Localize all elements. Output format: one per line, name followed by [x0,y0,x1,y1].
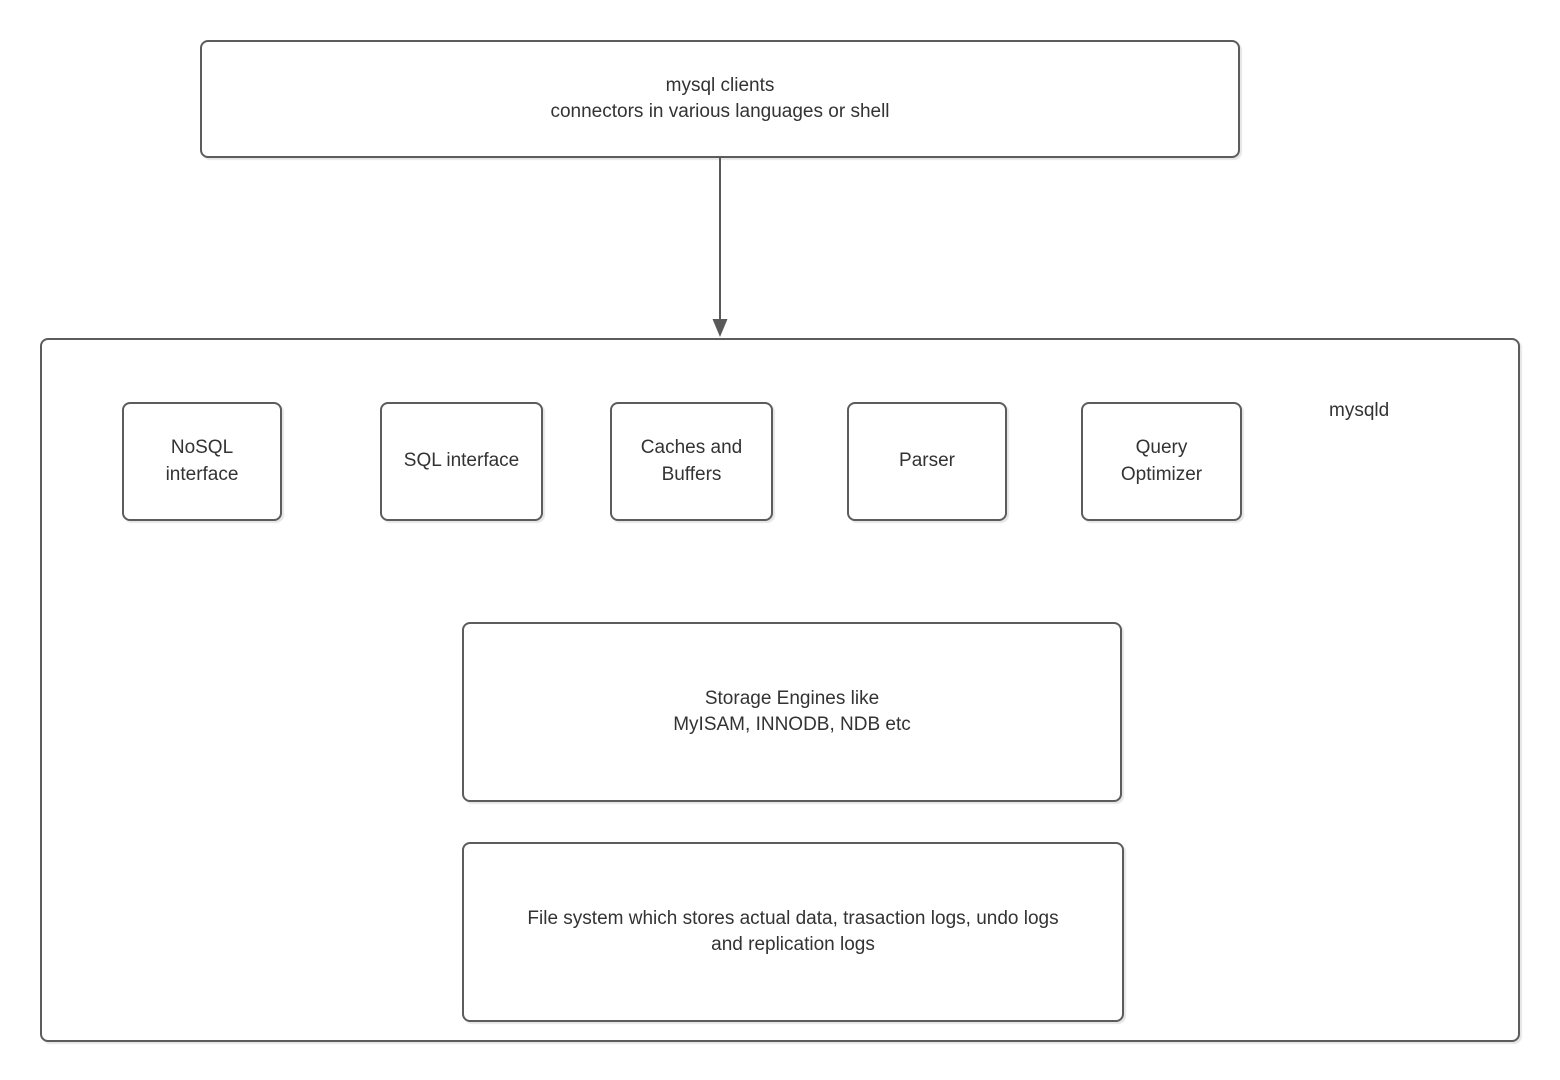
query-optimizer-line-1: Query [1135,437,1188,459]
nosql-interface-line-1: NoSQL [170,437,234,459]
file-system-line-2: and replication logs [711,934,875,955]
mysqld-container-box: mysqld NoSQL interface SQL interface Cac… [40,338,1520,1042]
storage-engines-line-2: MyISAM, INNODB, NDB etc [673,714,911,735]
parser-box: Parser [847,402,1007,521]
storage-engines-line-1: Storage Engines like [704,687,880,709]
sql-interface-line-1: SQL interface [403,450,520,472]
mysql-clients-line-1: mysql clients [665,74,775,96]
caches-and-buffers-box: Caches and Buffers [610,402,773,521]
caches-and-buffers-line-1: Caches and [640,437,743,459]
sql-interface-box: SQL interface [380,402,543,521]
nosql-interface-box: NoSQL interface [122,402,282,521]
mysql-clients-line-2: connectors in various languages or shell [550,101,890,122]
storage-engines-box: Storage Engines like MyISAM, INNODB, NDB… [462,622,1122,802]
clients-to-mysqld-arrow-icon [712,157,728,337]
query-optimizer-box: Query Optimizer [1081,402,1242,521]
nosql-interface-line-2: interface [165,463,239,485]
caches-and-buffers-line-2: Buffers [661,463,722,485]
file-system-line-1: File system which stores actual data, tr… [527,907,1059,929]
mysql-clients-box: mysql clients connectors in various lang… [200,40,1240,158]
mysqld-label: mysqld [1329,400,1390,421]
file-system-box: File system which stores actual data, tr… [462,842,1124,1022]
parser-line-1: Parser [899,450,955,472]
query-optimizer-line-2: Optimizer [1120,463,1203,485]
